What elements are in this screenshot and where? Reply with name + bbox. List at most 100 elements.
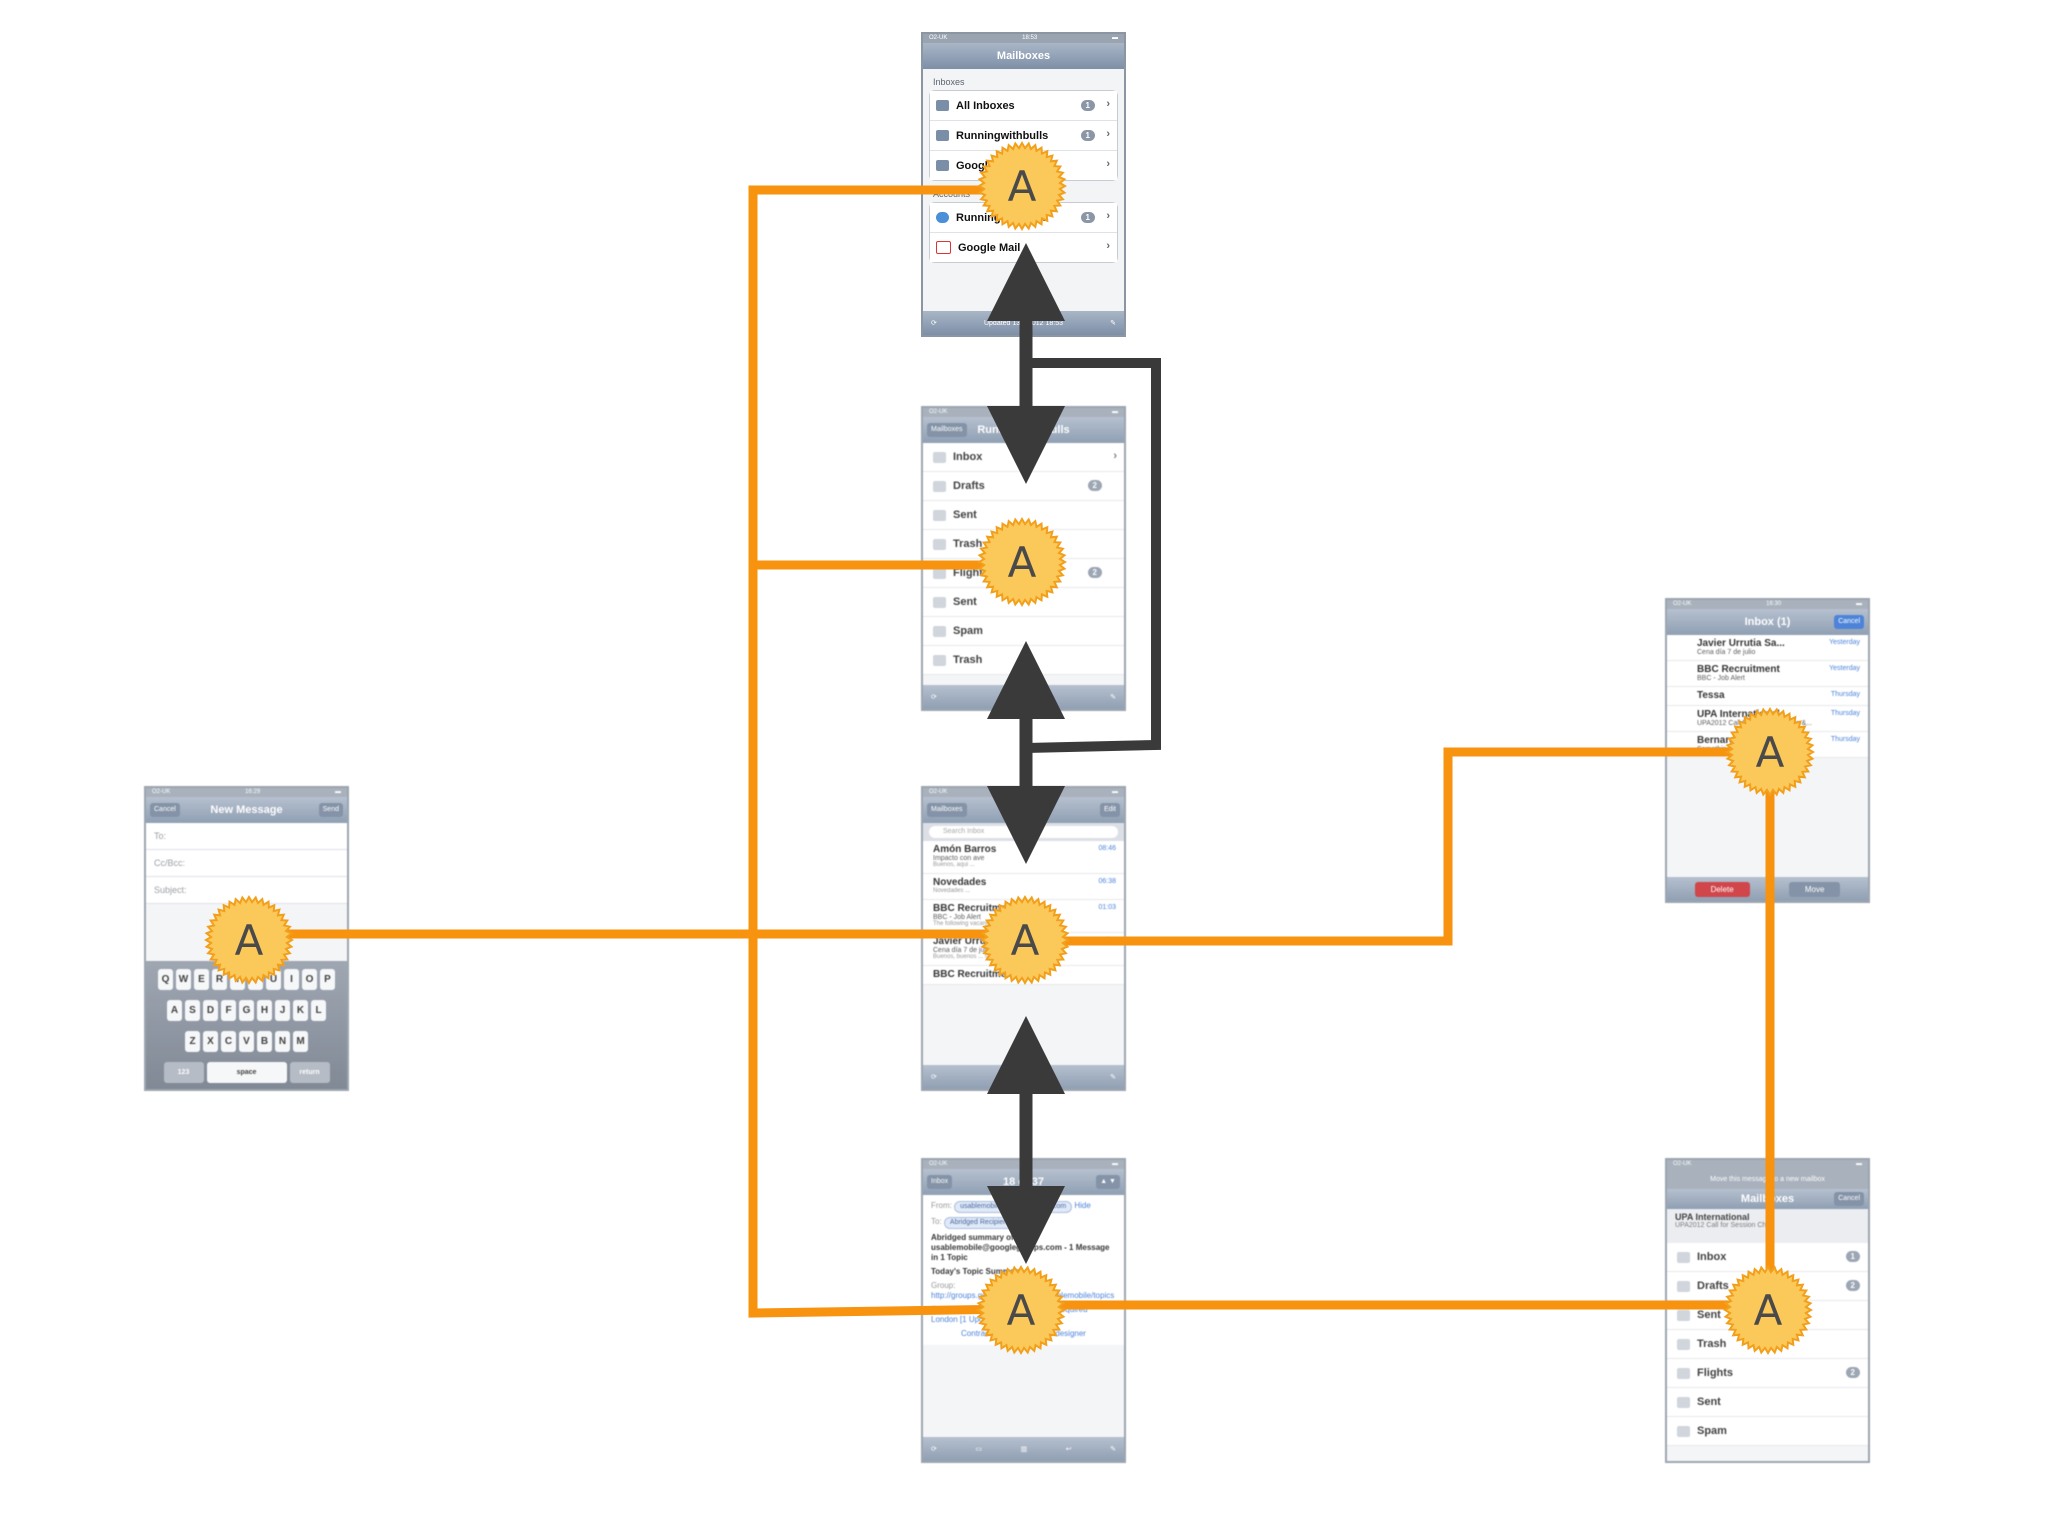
compose-icon[interactable]: ✎ — [1110, 1074, 1116, 1081]
up-down-arrows-icon[interactable]: ▲ ▼ — [1096, 1175, 1120, 1189]
preview-subject: UPA2012 Call for Session Ch... — [1675, 1222, 1773, 1229]
key-b[interactable]: B — [257, 1031, 272, 1052]
refresh-icon[interactable]: ⟳ — [931, 1074, 937, 1081]
carrier-label: O2-UK — [1673, 601, 1692, 607]
preview: The following vacancies ... — [933, 921, 1004, 927]
back-button[interactable]: Mailboxes — [927, 423, 967, 437]
battery-icon: ▬ — [1856, 1161, 1862, 1167]
cancel-button[interactable]: Cancel — [1834, 1192, 1864, 1206]
chevron-right-icon: › — [1106, 98, 1110, 110]
folder-row[interactable]: Sent — [923, 588, 1124, 617]
return-key[interactable]: return — [289, 1062, 330, 1083]
marker-label: A — [1007, 1286, 1036, 1335]
timestamp: 06:38 — [1098, 878, 1116, 885]
key-f[interactable]: F — [221, 1000, 236, 1021]
key-j[interactable]: J — [275, 1000, 290, 1021]
to-field[interactable]: To: — [146, 823, 347, 850]
sender: Amón Barros — [933, 844, 997, 855]
chevron-right-icon: › — [1106, 240, 1110, 252]
edit-button[interactable]: Edit — [1099, 803, 1120, 817]
space-key[interactable]: space — [206, 1062, 287, 1083]
key-i[interactable]: I — [284, 969, 299, 990]
key-h[interactable]: H — [257, 1000, 272, 1021]
message-row[interactable]: BBC Recruitment — [923, 966, 1124, 985]
cancel-button[interactable]: Cancel — [150, 803, 180, 817]
key-a[interactable]: A — [167, 1000, 182, 1021]
marker-mailboxes: A — [977, 141, 1067, 231]
key-q[interactable]: Q — [158, 969, 173, 990]
chevron-right-icon: › — [1106, 158, 1110, 170]
marker-label: A — [1008, 162, 1037, 211]
key-e[interactable]: E — [194, 969, 209, 990]
key-l[interactable]: L — [311, 1000, 326, 1021]
send-button[interactable]: Send — [318, 803, 343, 817]
trash-icon[interactable]: ▥ — [1020, 1446, 1028, 1453]
refresh-icon[interactable]: ⟳ — [931, 320, 937, 327]
drafts-icon — [1677, 1280, 1690, 1292]
key-k[interactable]: K — [293, 1000, 308, 1021]
summary-heading: Today's Topic Summary — [931, 1267, 1022, 1276]
chevron-right-icon: › — [1106, 128, 1110, 140]
delete-button[interactable]: Delete — [1694, 881, 1750, 897]
key-o[interactable]: O — [302, 969, 317, 990]
back-button[interactable]: Mailboxes — [927, 803, 967, 817]
key-m[interactable]: M — [293, 1031, 308, 1052]
at-sign-icon — [936, 212, 949, 223]
key-v[interactable]: V — [239, 1031, 254, 1052]
sender: BBC Recruitment — [1697, 664, 1780, 675]
inbox-icon — [1677, 1251, 1690, 1263]
gmail-icon — [936, 241, 951, 254]
refresh-icon[interactable]: ⟳ — [931, 694, 937, 701]
refresh-icon[interactable]: ⟳ — [931, 1446, 937, 1453]
folder-icon — [933, 654, 946, 666]
key-z[interactable]: Z — [185, 1031, 200, 1052]
timestamp: 01:03 — [1098, 904, 1116, 911]
from-label: From: — [931, 1201, 952, 1210]
numbers-key[interactable]: 123 — [163, 1062, 204, 1083]
key-d[interactable]: D — [203, 1000, 218, 1021]
cc-field[interactable]: Cc/Bcc: — [146, 850, 347, 877]
cancel-button[interactable]: Cancel — [1834, 615, 1864, 629]
battery-icon: ▬ — [1112, 1161, 1118, 1167]
mailbox-row-all-inboxes[interactable]: All Inboxes 1 › — [930, 91, 1117, 121]
sender: Javier Urrutia Sa... — [1697, 638, 1785, 649]
marker-folders: A — [977, 517, 1067, 607]
connector-lines — [248, 185, 1775, 1318]
sent-icon — [933, 509, 946, 521]
reply-icon[interactable]: ↩ — [1065, 1446, 1072, 1453]
connector-inbox-to-edit — [1025, 747, 1770, 946]
timestamp: Thursday — [1830, 736, 1860, 743]
count-badge: 2 — [1087, 480, 1102, 491]
key-w[interactable]: W — [176, 969, 191, 990]
compose-icon[interactable]: ✎ — [1110, 1446, 1116, 1453]
key-g[interactable]: G — [239, 1000, 254, 1021]
destination-row[interactable]: Sent — [1667, 1388, 1868, 1417]
hide-link[interactable]: Hide — [1074, 1201, 1091, 1210]
back-button[interactable]: Inbox — [927, 1175, 953, 1189]
destination-row[interactable]: Trash — [1667, 1330, 1868, 1359]
screen-title: Inbox (1) — [1744, 616, 1791, 628]
sender: BBC Recruitment — [933, 969, 1016, 980]
key-n[interactable]: N — [275, 1031, 290, 1052]
key-p[interactable]: P — [320, 969, 335, 990]
destination-row[interactable]: Spam — [1667, 1417, 1868, 1446]
key-x[interactable]: X — [203, 1031, 218, 1052]
key-c[interactable]: C — [221, 1031, 236, 1052]
folder-label: Trash — [953, 654, 983, 666]
nav-bar: Cancel New Message Send — [146, 797, 347, 823]
key-s[interactable]: S — [185, 1000, 200, 1021]
compose-icon[interactable]: ✎ — [1110, 320, 1116, 327]
starburst-badge — [977, 141, 1067, 231]
folder-icon[interactable]: ▭ — [975, 1446, 983, 1453]
move-button[interactable]: Move — [1788, 881, 1841, 897]
compose-icon[interactable]: ✎ — [1110, 694, 1116, 701]
battery-icon: ▬ — [1112, 789, 1118, 795]
